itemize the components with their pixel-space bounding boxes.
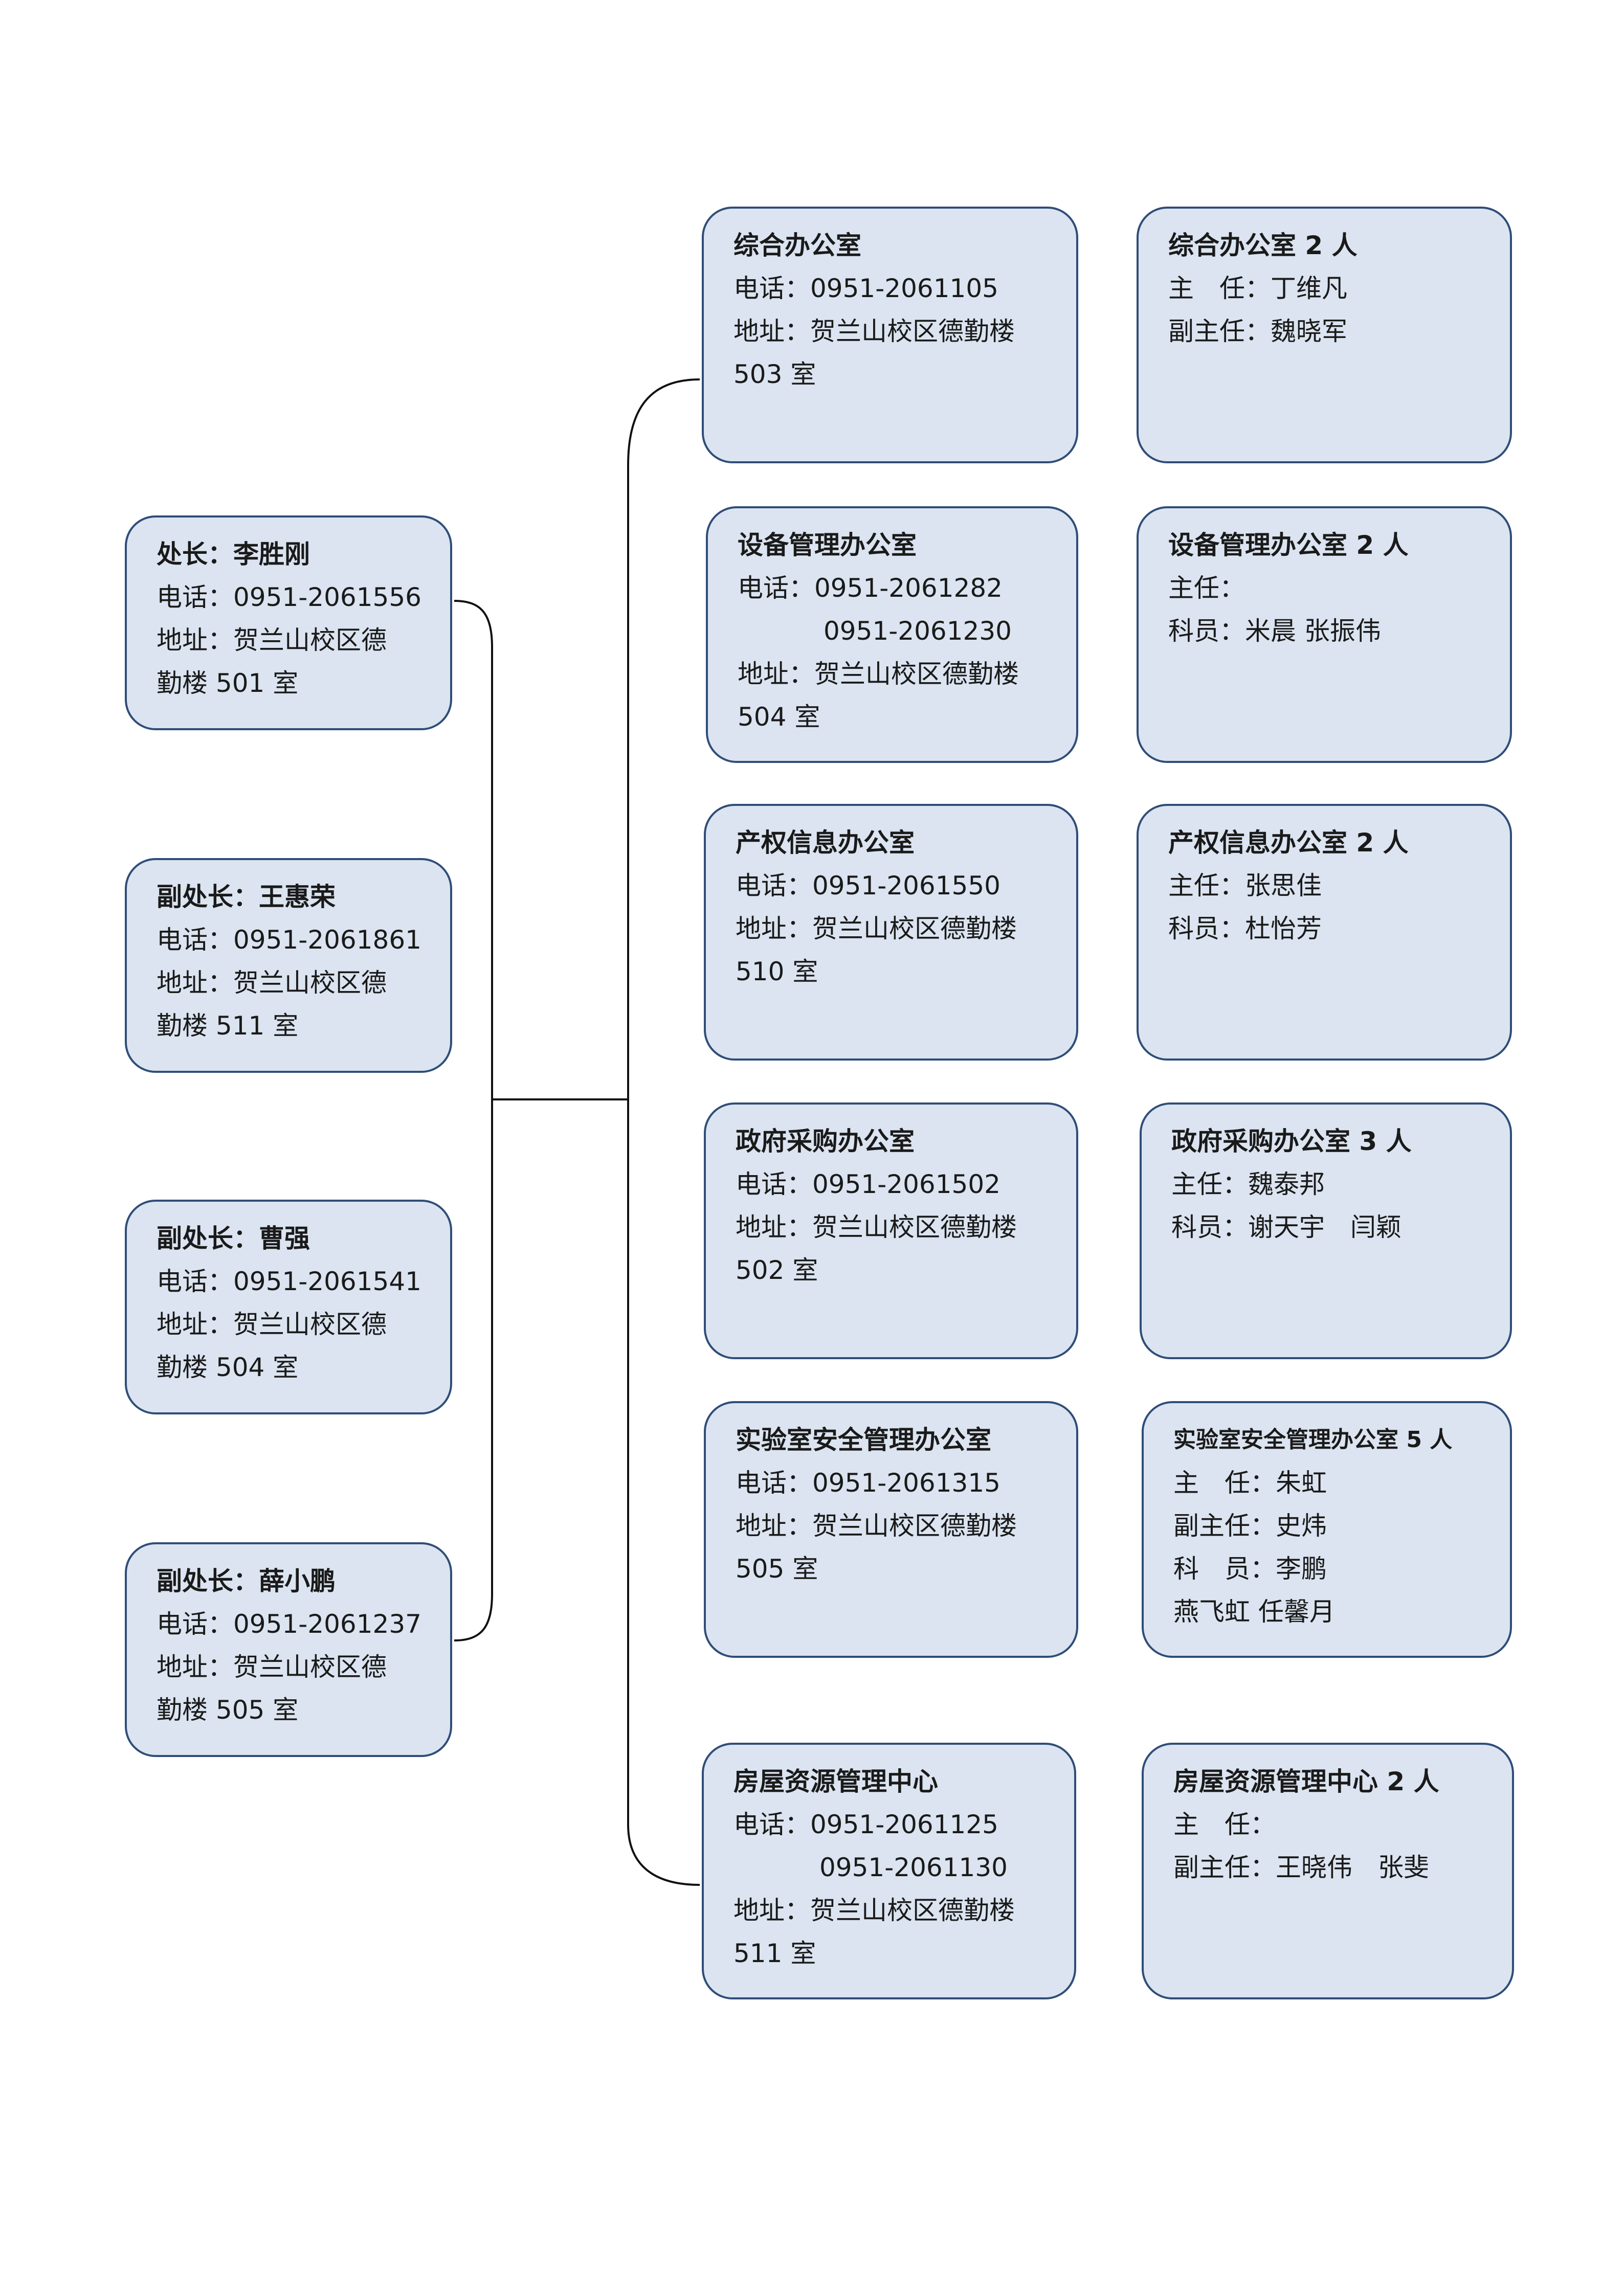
office-phone: 电话：0951-2061550 [736,871,1000,901]
staff-title: 设备管理办公室 2 人 [1168,530,1409,560]
office-address: 地址：贺兰山校区德勤楼 [733,317,1015,346]
staff-line: 主 任：朱虹 [1173,1468,1327,1498]
staff-box-procurement: 政府采购办公室 3 人 主任：魏泰邦 科员：谢天宇 闫颖 [1140,1102,1512,1359]
leader-phone: 电话：0951-2061237 [157,1609,421,1639]
staff-line: 科 员：李鹏 [1173,1554,1327,1584]
staff-line: 燕飞虹 任馨月 [1173,1597,1335,1627]
office-address-cont: 511 室 [733,1939,816,1968]
staff-title: 房屋资源管理中心 2 人 [1173,1767,1439,1796]
staff-line: 主任：张思佳 [1168,871,1322,901]
office-box-equipment: 设备管理办公室 电话：0951-2061282 0951-2061230 地址：… [706,506,1078,763]
leader-title: 副处长：王惠荣 [157,882,336,912]
leader-address: 地址：贺兰山校区德 [157,1652,387,1682]
office-box-general: 综合办公室 电话：0951-2061105 地址：贺兰山校区德勤楼 503 室 [702,207,1078,463]
office-phone: 电话：0951-2061105 [733,274,998,303]
leader-title: 处长：李胜刚 [157,539,310,569]
office-phone-2: 0951-2061130 [819,1853,1008,1882]
staff-line: 科员：杜怡芳 [1168,914,1322,943]
office-address-cont: 505 室 [736,1554,818,1584]
office-address: 地址：贺兰山校区德勤楼 [738,659,1019,689]
office-address: 地址：贺兰山校区德勤楼 [736,1511,1017,1541]
office-name: 政府采购办公室 [736,1127,915,1156]
leader-address: 地址：贺兰山校区德 [157,968,387,998]
leader-phone: 电话：0951-2061861 [157,925,421,955]
staff-line: 主 任：丁维凡 [1168,274,1347,303]
office-phone: 电话：0951-2061502 [736,1169,1000,1199]
staff-line: 副主任：史炜 [1173,1511,1327,1541]
office-address-cont: 503 室 [733,359,816,389]
leader-box-deputy-3: 副处长：薛小鹏 电话：0951-2061237 地址：贺兰山校区德 勤楼 505… [125,1542,452,1757]
leader-address-cont: 勤楼 511 室 [157,1011,299,1041]
office-name: 产权信息办公室 [736,828,915,858]
office-address: 地址：贺兰山校区德勤楼 [733,1896,1015,1925]
leader-address-cont: 勤楼 505 室 [157,1695,299,1725]
office-address-cont: 502 室 [736,1255,818,1285]
office-phone: 电话：0951-2061315 [736,1468,1000,1498]
office-address-cont: 504 室 [738,702,820,732]
office-name: 综合办公室 [733,231,861,260]
staff-line: 副主任：魏晓军 [1168,317,1347,346]
staff-title: 实验室安全管理办公室 5 人 [1173,1427,1453,1453]
staff-box-housing: 房屋资源管理中心 2 人 主 任： 副主任：王晓伟 张斐 [1142,1743,1514,1999]
staff-line: 主 任： [1173,1810,1276,1839]
staff-box-property: 产权信息办公室 2 人 主任：张思佳 科员：杜怡芳 [1137,804,1512,1061]
leader-address-cont: 勤楼 504 室 [157,1353,299,1382]
staff-line: 副主任：王晓伟 张斐 [1173,1853,1429,1882]
office-bracket [627,378,700,1886]
office-box-lab-safety: 实验室安全管理办公室 电话：0951-2061315 地址：贺兰山校区德勤楼 5… [704,1401,1078,1658]
staff-box-equipment: 设备管理办公室 2 人 主任： 科员：米晨 张振伟 [1137,506,1512,763]
leader-phone: 电话：0951-2061541 [157,1267,421,1296]
office-phone: 电话：0951-2061282 [738,573,1003,603]
leader-address-cont: 勤楼 501 室 [157,668,299,698]
office-name: 设备管理办公室 [738,530,917,560]
staff-line: 科员：谢天宇 闫颖 [1171,1212,1401,1242]
office-phone-2: 0951-2061230 [824,616,1012,646]
leader-title: 副处长：薛小鹏 [157,1566,336,1596]
office-box-property: 产权信息办公室 电话：0951-2061550 地址：贺兰山校区德勤楼 510 … [704,804,1078,1061]
office-box-housing: 房屋资源管理中心 电话：0951-2061125 0951-2061130 地址… [702,1743,1076,1999]
leader-phone: 电话：0951-2061556 [157,582,421,612]
office-box-procurement: 政府采购办公室 电话：0951-2061502 地址：贺兰山校区德勤楼 502 … [704,1102,1078,1359]
leader-box-director: 处长：李胜刚 电话：0951-2061556 地址：贺兰山校区德 勤楼 501 … [125,515,452,730]
staff-line: 主任：魏泰邦 [1171,1169,1325,1199]
staff-title: 政府采购办公室 3 人 [1171,1127,1412,1156]
staff-title: 产权信息办公室 2 人 [1168,828,1409,858]
leader-box-deputy-1: 副处长：王惠荣 电话：0951-2061861 地址：贺兰山校区德 勤楼 511… [125,858,452,1073]
leader-box-deputy-2: 副处长：曹强 电话：0951-2061541 地址：贺兰山校区德 勤楼 504 … [125,1200,452,1414]
leader-title: 副处长：曹强 [157,1224,310,1253]
office-address: 地址：贺兰山校区德勤楼 [736,1212,1017,1242]
staff-box-lab-safety: 实验室安全管理办公室 5 人 主 任：朱虹 副主任：史炜 科 员：李鹏 燕飞虹 … [1142,1401,1512,1658]
office-name: 实验室安全管理办公室 [736,1425,991,1455]
leader-address: 地址：贺兰山校区德 [157,625,387,655]
office-phone: 电话：0951-2061125 [733,1810,998,1839]
staff-line: 主任： [1168,573,1245,603]
staff-box-general: 综合办公室 2 人 主 任：丁维凡 副主任：魏晓军 [1137,207,1512,463]
leader-address: 地址：贺兰山校区德 [157,1310,387,1339]
office-address-cont: 510 室 [736,957,818,986]
staff-title: 综合办公室 2 人 [1168,231,1358,260]
staff-line: 科员：米晨 张振伟 [1168,616,1381,646]
leader-bracket [454,600,493,1641]
office-address: 地址：贺兰山校区德勤楼 [736,914,1017,943]
office-name: 房屋资源管理中心 [733,1767,938,1796]
